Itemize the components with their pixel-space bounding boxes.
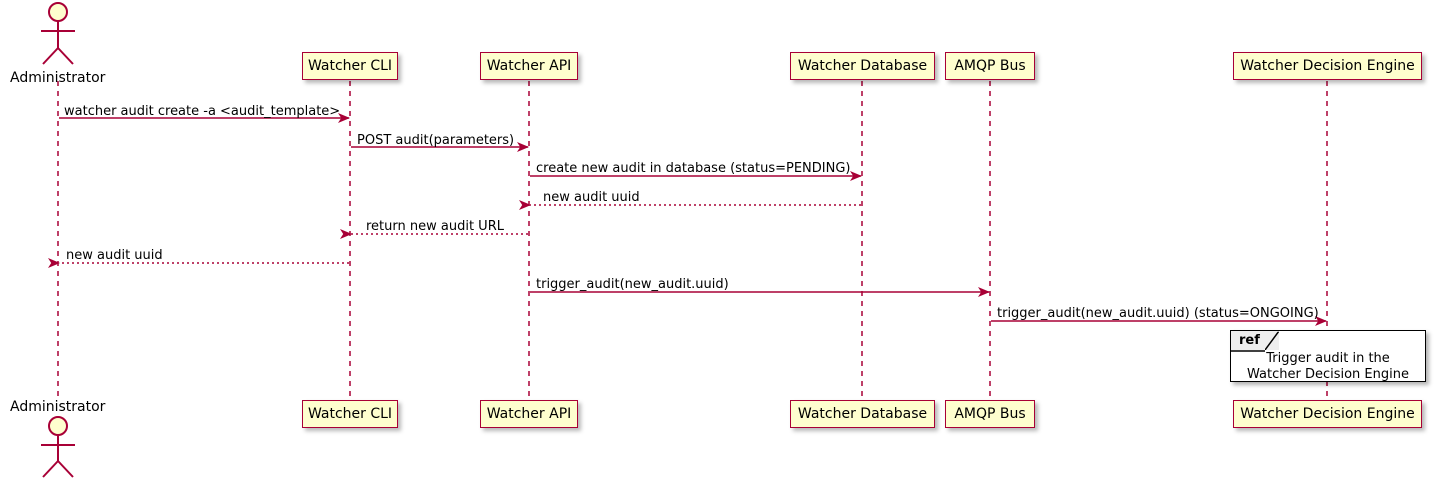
participant-watcher-database-bottom[interactable]: Watcher Database (790, 400, 935, 428)
ref-tab-notch-icon (1265, 331, 1279, 350)
ref-tab-underline (1231, 350, 1265, 352)
message-label-2: POST audit(parameters) (357, 133, 515, 148)
actor-label-administrator-bottom: Administrator (10, 399, 106, 415)
ref-fragment: ref Trigger audit in the Watcher Decisio… (1230, 330, 1426, 382)
message-label-7: trigger_audit(new_audit.uuid) (536, 277, 729, 292)
participant-watcher-database-top[interactable]: Watcher Database (790, 52, 935, 80)
participant-watcher-decision-engine-bottom[interactable]: Watcher Decision Engine (1233, 400, 1422, 428)
participant-amqp-bus-top[interactable]: AMQP Bus (945, 52, 1035, 80)
participant-watcher-api-top[interactable]: Watcher API (480, 52, 578, 80)
participant-watcher-api-bottom[interactable]: Watcher API (480, 400, 578, 428)
ref-fragment-tab: ref (1231, 331, 1279, 350)
actor-label-administrator-top: Administrator (10, 70, 106, 86)
ref-fragment-tab-label: ref (1239, 333, 1260, 348)
ref-fragment-line-2: Watcher Decision Engine (1247, 367, 1409, 382)
lifelines-group (57, 81, 1328, 400)
participant-watcher-decision-engine-top[interactable]: Watcher Decision Engine (1233, 52, 1422, 80)
message-arrows-group (48, 113, 1327, 326)
message-label-4: new audit uuid (543, 190, 640, 205)
participant-watcher-cli-bottom[interactable]: Watcher CLI (302, 400, 398, 428)
participant-watcher-cli-top[interactable]: Watcher CLI (302, 52, 398, 80)
actor-figure-bottom (41, 416, 75, 478)
message-label-5: return new audit URL (366, 219, 504, 234)
message-label-1: watcher audit create -a <audit_template> (64, 104, 341, 119)
ref-fragment-body: Trigger audit in the Watcher Decision En… (1231, 351, 1425, 383)
message-label-8: trigger_audit(new_audit.uuid) (status=ON… (997, 306, 1319, 321)
ref-fragment-line-1: Trigger audit in the (1266, 351, 1390, 366)
actor-figure-top (41, 2, 75, 65)
message-label-3: create new audit in database (status=PEN… (536, 161, 851, 176)
participant-amqp-bus-bottom[interactable]: AMQP Bus (945, 400, 1035, 428)
message-label-6: new audit uuid (66, 248, 163, 263)
